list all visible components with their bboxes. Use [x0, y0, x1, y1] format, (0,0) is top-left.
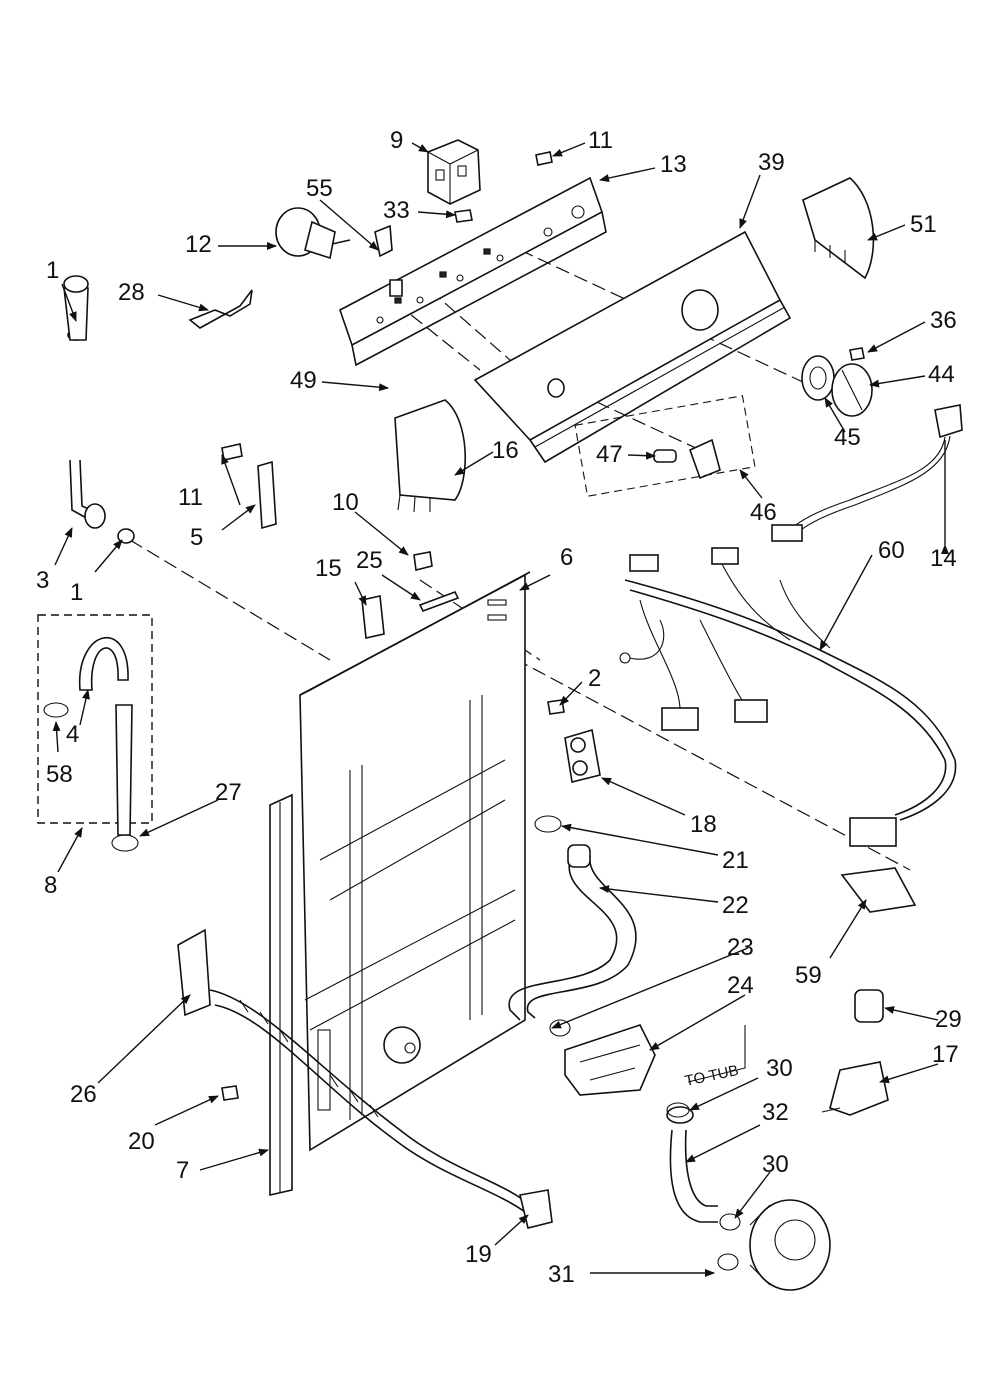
label-part-26: 26 [70, 1081, 97, 1108]
label-part-15: 15 [315, 555, 342, 582]
label-part-11b: 11 [178, 484, 203, 511]
wire-harness [619, 547, 957, 847]
label-part-14: 14 [930, 545, 957, 572]
label-part-19: 19 [465, 1241, 492, 1268]
label-part-23: 23 [727, 934, 754, 961]
label-part-31: 31 [548, 1261, 575, 1288]
end-caps [394, 177, 875, 513]
knobs [574, 355, 873, 497]
label-part-7: 7 [176, 1157, 189, 1184]
label-part-46: 46 [750, 499, 777, 526]
label-part-55: 55 [306, 175, 333, 202]
drain-hose [508, 844, 637, 1021]
fill-valve [564, 728, 601, 783]
label-part-6: 6 [560, 544, 573, 571]
side-rail [269, 793, 293, 1197]
console-bracket [339, 176, 607, 367]
label-part-30: 30 [766, 1055, 793, 1082]
label-part-44: 44 [928, 361, 955, 388]
label-part-59: 59 [795, 962, 822, 989]
to-tub-note: TO TUB [683, 1062, 740, 1090]
label-part-29: 29 [935, 1006, 962, 1033]
label-part-20: 20 [128, 1128, 155, 1155]
label-part-22: 22 [722, 892, 749, 919]
label-part-16: 16 [492, 437, 519, 464]
label-part-30b: 30 [762, 1151, 789, 1178]
label-part-45: 45 [834, 424, 861, 451]
label-part-8: 8 [44, 872, 57, 899]
label-part-12: 12 [185, 231, 212, 258]
label-part-5: 5 [190, 524, 203, 551]
label-part-47: 47 [596, 441, 623, 468]
label-part-21: 21 [722, 847, 749, 874]
switch-block [427, 139, 481, 205]
nozzle-assembly [549, 1019, 656, 1096]
label-part-10: 10 [332, 489, 359, 516]
timer [275, 207, 351, 260]
label-part-39: 39 [758, 149, 785, 176]
label-part-27: 27 [215, 779, 242, 806]
label-part-32: 32 [762, 1099, 789, 1126]
control-panel [473, 230, 792, 464]
label-part-17: 17 [932, 1041, 959, 1068]
label-part-25: 25 [356, 547, 383, 574]
kit-box [37, 614, 153, 852]
label-part-51: 51 [910, 211, 937, 238]
label-part-24: 24 [727, 972, 754, 999]
label-part-4: 4 [66, 721, 79, 748]
label-part-36: 36 [930, 307, 957, 334]
label-part-9: 9 [390, 127, 403, 154]
label-part-18: 18 [690, 811, 717, 838]
label-part-58: 58 [46, 761, 73, 788]
drain-pump [666, 1106, 831, 1291]
label-part-60: 60 [878, 537, 905, 564]
power-cord [771, 404, 963, 542]
label-part-1: 1 [46, 257, 59, 284]
part-labels: 9 11 13 39 51 55 33 12 1 28 36 49 44 45 … [36, 127, 962, 1288]
leader-lines [52, 142, 949, 1277]
label-part-11: 11 [588, 127, 613, 154]
pump-drain-hose [177, 928, 553, 1229]
label-part-3: 3 [36, 567, 49, 594]
label-part-28: 28 [118, 279, 145, 306]
label-part-13: 13 [660, 151, 687, 178]
label-part-33: 33 [383, 197, 410, 224]
label-part-1b: 1 [70, 579, 83, 606]
rear-panel [299, 571, 531, 1152]
label-part-49: 49 [290, 367, 317, 394]
label-part-2: 2 [588, 665, 601, 692]
